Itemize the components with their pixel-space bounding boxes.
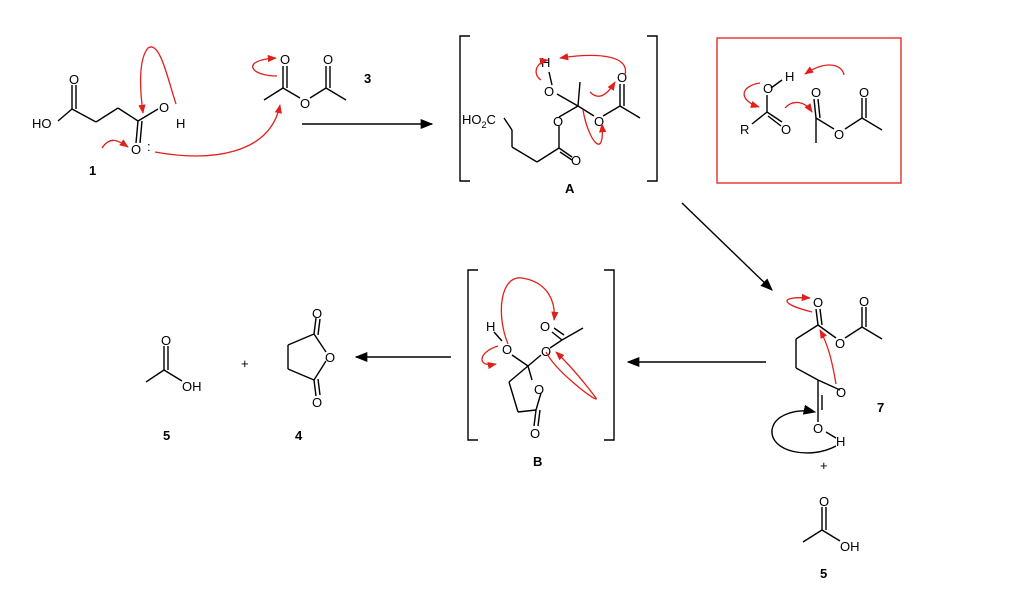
curly-arrow <box>582 109 607 145</box>
atom-o: O <box>534 382 544 397</box>
atom-h: H <box>836 434 845 449</box>
atom-o: O <box>617 70 627 85</box>
curly-arrow <box>804 64 845 76</box>
compound-5-acetic-acid: O OH 5 <box>802 494 860 581</box>
atom-r: R <box>740 122 749 137</box>
plus-sign: + <box>241 356 249 371</box>
atom-o: O <box>530 426 540 441</box>
compound-label-3: 3 <box>364 71 371 86</box>
atom-o: O <box>161 333 171 348</box>
atom-o: O <box>836 385 846 400</box>
curly-arrow <box>154 104 282 157</box>
curly-arrow <box>819 329 837 385</box>
compound-label-7: 7 <box>877 400 884 415</box>
highlight-box <box>716 37 902 184</box>
intermediate-a: HO2C H O O O O O A <box>459 35 658 196</box>
compound-5-acetic-acid: O OH 5 <box>145 333 202 443</box>
compound-label-5: 5 <box>163 428 170 443</box>
curly-arrow <box>101 139 129 149</box>
atom-o: O <box>540 319 550 334</box>
compound-label-a: A <box>565 181 575 196</box>
atom-o: O <box>813 421 823 436</box>
curly-arrow <box>481 345 499 370</box>
atom-h: H <box>486 319 495 334</box>
curly-arrow <box>500 277 559 345</box>
plus-sign: + <box>820 458 828 473</box>
compound-label-5: 5 <box>820 566 827 581</box>
atom-o: O <box>819 494 829 509</box>
atom-o: O <box>312 306 322 321</box>
reaction-arrow <box>681 202 773 291</box>
atom-o: O <box>502 342 512 357</box>
curly-arrow <box>743 82 761 108</box>
atom-o: O <box>859 294 869 309</box>
compound-7-mixed-anhydride: O O O O O H 7 <box>795 294 884 449</box>
atom-h: H <box>785 69 794 84</box>
atom-o: O <box>835 336 845 351</box>
bracket-right <box>604 269 615 441</box>
curly-arrow <box>138 46 177 114</box>
atom-oh: OH <box>840 539 860 554</box>
atom-o: O <box>553 114 563 129</box>
curly-arrow <box>535 57 549 81</box>
curly-arrow <box>784 101 813 113</box>
intermediate-b: H O O O O O B <box>467 269 615 469</box>
atom-o: O <box>834 127 844 142</box>
atom-o: O <box>763 81 773 96</box>
bracket-right <box>647 35 658 182</box>
atom-o: O <box>813 295 823 310</box>
curly-arrow <box>589 81 616 97</box>
compound-label-b: B <box>533 454 542 469</box>
curly-arrow <box>771 404 837 454</box>
atom-o: O <box>781 122 791 137</box>
atom-o: O <box>325 350 335 365</box>
atom-o: O <box>544 84 554 99</box>
curly-arrow <box>252 54 278 77</box>
curly-arrow <box>786 293 813 313</box>
atom-ho: HO <box>32 116 52 131</box>
atom-o: O <box>811 85 821 100</box>
curly-arrow <box>545 351 597 400</box>
atom-o: O <box>594 114 604 129</box>
compound-label-4: 4 <box>295 428 303 443</box>
atom-o: O <box>280 52 290 67</box>
bracket-left <box>467 269 478 441</box>
atom-o: O <box>571 153 581 168</box>
bracket-left <box>459 35 470 182</box>
atom-o: O <box>300 96 310 111</box>
compound-1-succinic-acid: O HO O H O : 1 <box>32 72 185 178</box>
atom-o: O <box>131 142 141 157</box>
mechanism-box: R O H O O O O <box>716 37 902 184</box>
atom-o: O <box>541 344 551 359</box>
atom-h: H <box>176 116 185 131</box>
atom-ho2c: HO2C <box>462 112 496 130</box>
atom-o: O <box>323 52 333 67</box>
curly-arrow <box>559 53 627 76</box>
atom-o: O <box>312 395 322 410</box>
compound-4-succinic-anhydride: O O O 4 <box>287 306 335 443</box>
compound-label-1: 1 <box>89 163 96 178</box>
compound-3-acetic-anhydride: O O O 3 <box>263 52 371 111</box>
atom-oh: OH <box>182 379 202 394</box>
lone-pair: : <box>147 139 151 154</box>
atom-o: O <box>69 72 79 87</box>
atom-o: O <box>859 85 869 100</box>
atom-o: O <box>159 100 169 115</box>
